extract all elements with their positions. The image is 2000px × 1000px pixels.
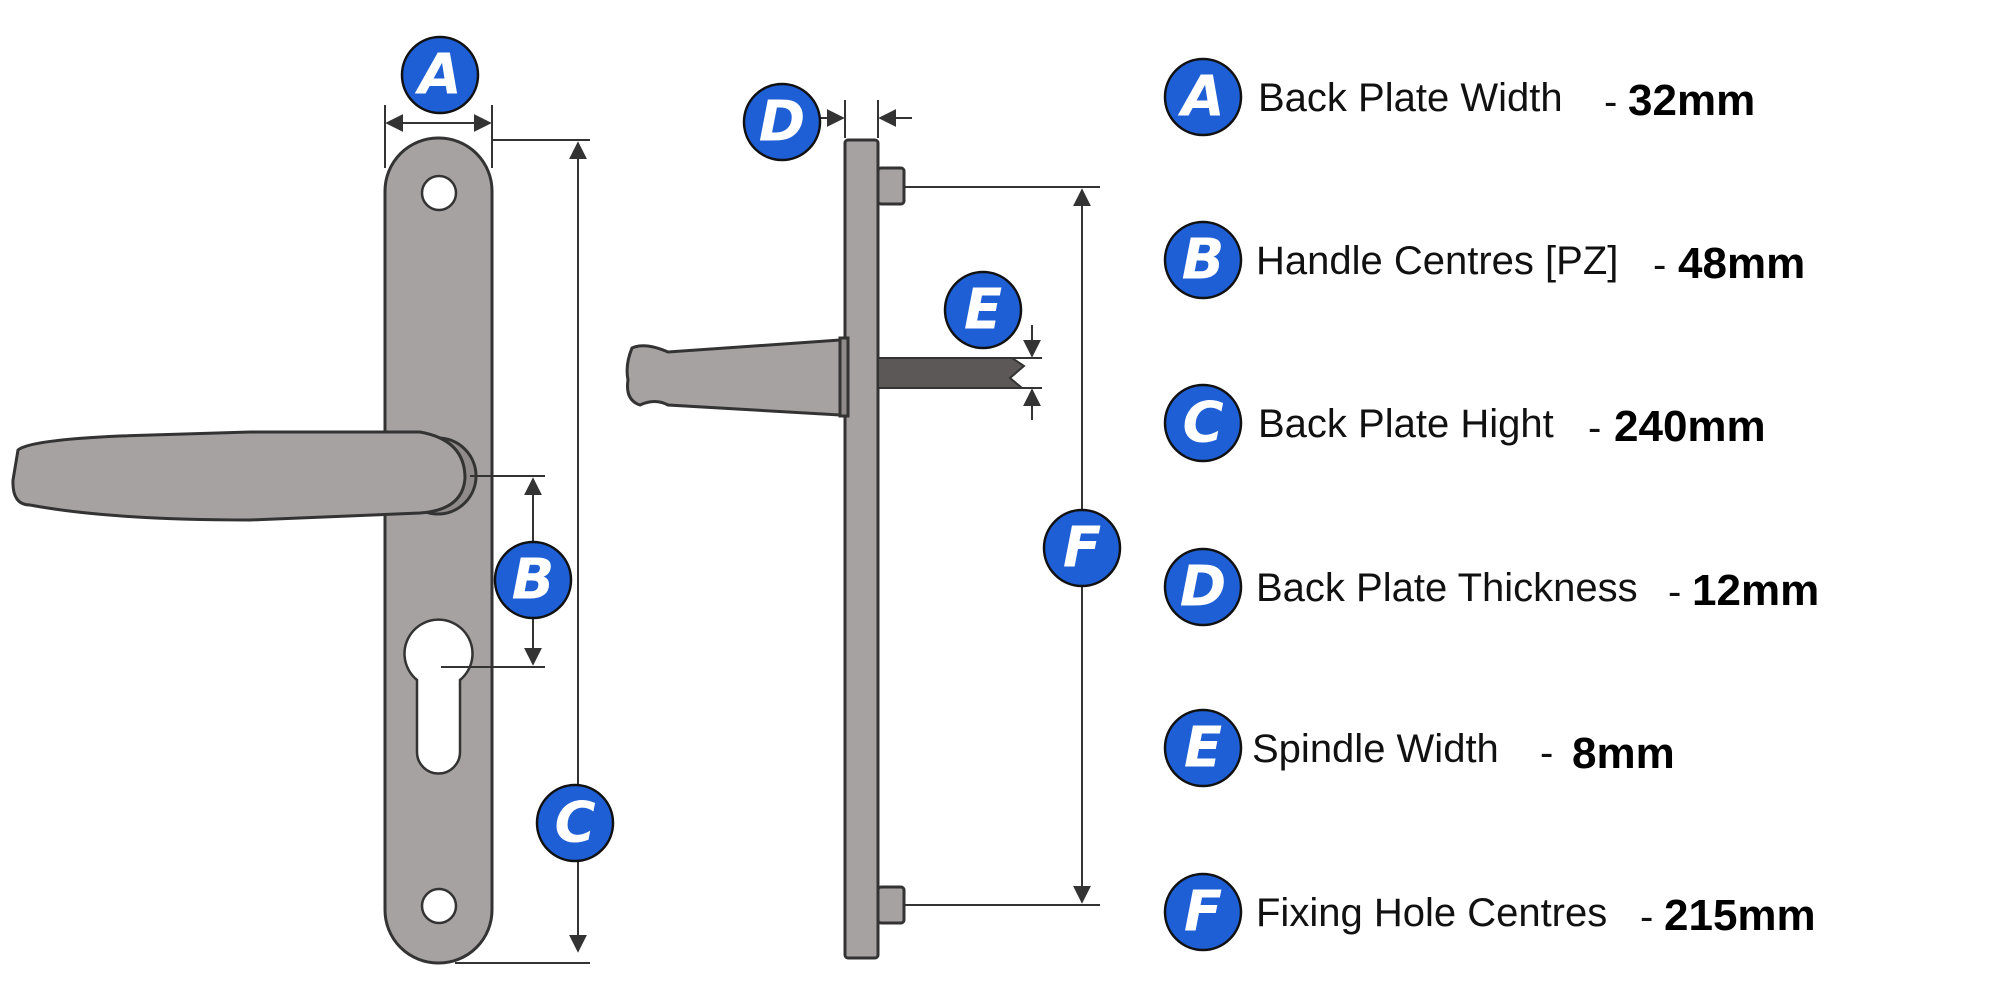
legend-separator: - xyxy=(1653,243,1666,287)
badge-a-letter: A xyxy=(414,43,461,108)
legend-item: D Back Plate Thickness - 12mm xyxy=(1163,547,1819,627)
badge-c-circle xyxy=(535,783,615,863)
legend-badge-letter: E xyxy=(1184,716,1222,781)
legend-item: C Back Plate Hight - 240mm xyxy=(1163,383,1766,463)
badge-f: F xyxy=(1042,508,1122,588)
legend-separator: - xyxy=(1540,731,1553,775)
badge-e-circle xyxy=(943,270,1023,350)
legend-item: A Back Plate Width - 32mm xyxy=(1163,57,1755,137)
badge-c-letter: C xyxy=(554,791,595,856)
legend-label: Spindle Width xyxy=(1252,727,1499,771)
fixing-stud-bottom xyxy=(876,885,906,925)
legend-badge-circle xyxy=(1163,220,1243,300)
front-view: A B C xyxy=(11,35,615,965)
badge-b: B xyxy=(493,540,573,620)
handle-neck-side xyxy=(838,336,850,418)
legend-label: Handle Centres [PZ] xyxy=(1256,239,1618,283)
legend-badge-letter: F xyxy=(1184,880,1222,945)
legend-label: Back Plate Width xyxy=(1258,76,1563,120)
lever-handle-front xyxy=(11,430,467,522)
legend-value: 12mm xyxy=(1692,566,1819,615)
fixing-hole-bottom xyxy=(420,887,458,925)
legend-separator: - xyxy=(1668,570,1681,614)
badge-f-letter: F xyxy=(1063,516,1101,581)
lever-handle-side xyxy=(625,338,847,417)
legend-value: 215mm xyxy=(1664,891,1816,940)
spindle xyxy=(877,357,1026,389)
badge-b-circle xyxy=(493,540,573,620)
legend-badge-circle xyxy=(1163,547,1243,627)
badge-c: C xyxy=(535,783,615,863)
legend-separator: - xyxy=(1640,895,1653,939)
legend-value: 32mm xyxy=(1628,76,1755,125)
legend-badge-circle xyxy=(1163,708,1243,788)
legend-value: 240mm xyxy=(1614,402,1766,451)
legend-badge-circle xyxy=(1163,57,1243,137)
legend: A Back Plate Width - 32mm B Handle Centr… xyxy=(1163,57,1819,952)
cylinder-keyhole xyxy=(403,618,474,775)
legend-badge-letter: C xyxy=(1182,391,1223,456)
back-plate-front xyxy=(383,136,494,965)
badge-a: A xyxy=(400,35,480,115)
badge-f-circle xyxy=(1042,508,1122,588)
badge-b-letter: B xyxy=(512,548,555,613)
legend-label: Back Plate Hight xyxy=(1258,402,1554,446)
back-plate-side xyxy=(843,138,880,960)
legend-value: 48mm xyxy=(1678,239,1805,288)
badge-e-letter: E xyxy=(964,278,1002,343)
badge-d: D xyxy=(742,82,822,162)
legend-separator: - xyxy=(1604,80,1617,124)
fixing-hole-top xyxy=(420,174,458,212)
badge-e: E xyxy=(943,270,1023,350)
legend-badge-circle xyxy=(1163,872,1243,952)
badge-d-letter: D xyxy=(759,90,805,155)
legend-badge-letter: D xyxy=(1180,555,1226,620)
legend-label: Back Plate Thickness xyxy=(1256,566,1638,610)
legend-item: E Spindle Width - 8mm xyxy=(1163,708,1675,788)
badge-d-circle xyxy=(742,82,822,162)
legend-item: F Fixing Hole Centres - 215mm xyxy=(1163,872,1816,952)
legend-label: Fixing Hole Centres xyxy=(1256,891,1607,935)
legend-value: 8mm xyxy=(1572,729,1675,778)
legend-badge-letter: B xyxy=(1182,228,1225,293)
legend-badge-circle xyxy=(1163,383,1243,463)
legend-badge-letter: A xyxy=(1177,65,1224,130)
fixing-stud-top xyxy=(876,166,906,206)
legend-item: B Handle Centres [PZ] - 48mm xyxy=(1163,220,1805,300)
badge-a-circle xyxy=(400,35,480,115)
legend-separator: - xyxy=(1588,406,1601,450)
side-view: D E F xyxy=(625,82,1122,960)
